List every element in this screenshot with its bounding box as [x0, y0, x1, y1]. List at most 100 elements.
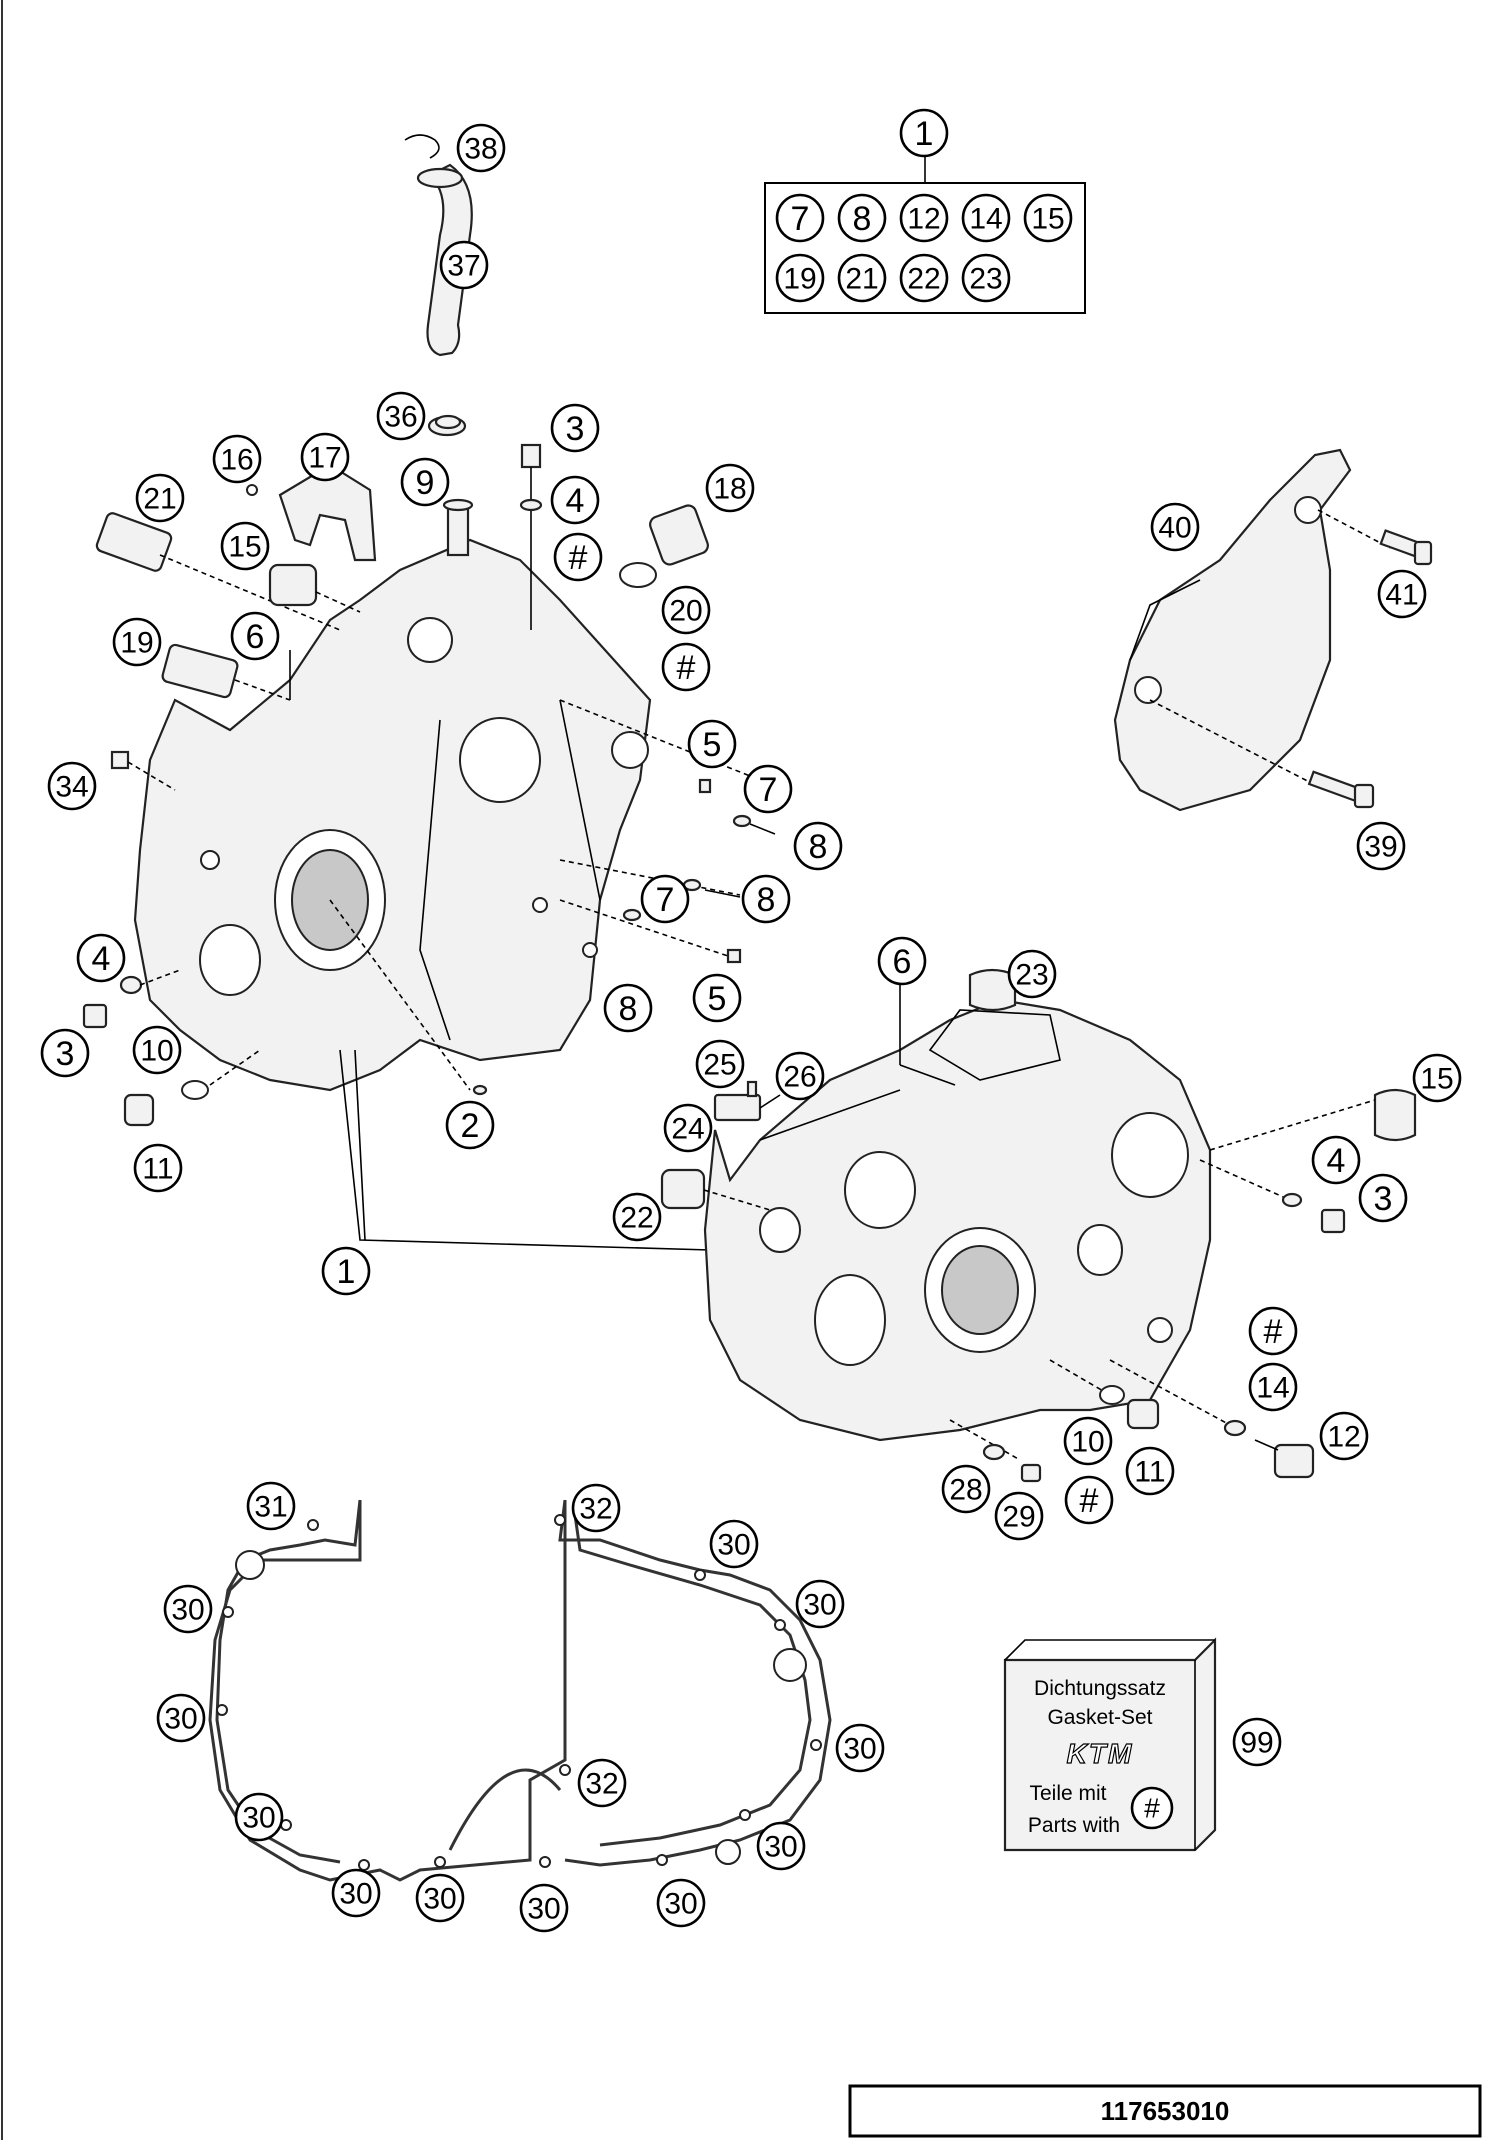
callout-circle [1023, 193, 1073, 243]
bushing-15-left [268, 563, 361, 613]
callout-circle [692, 973, 742, 1023]
callout-c40: 40 [1150, 502, 1200, 552]
callout-c22b: 22 [612, 1192, 662, 1242]
callout-c7b: 7 [640, 874, 690, 924]
screw-34 [110, 750, 176, 791]
callout-label: 10 [140, 1035, 173, 1068]
callout-label: 5 [708, 980, 727, 1018]
callout-c28: 28 [941, 1464, 991, 1514]
callout-c36: 36 [376, 391, 426, 441]
callout-c8a: 8 [793, 821, 843, 871]
callout-label: 17 [308, 442, 341, 475]
callout-label: 16 [220, 444, 253, 477]
callout-label: 20 [669, 595, 702, 628]
bushing-21-left [95, 512, 341, 631]
callout-label: 30 [527, 1893, 560, 1926]
callout-c21: 21 [837, 253, 887, 303]
callout-label: 14 [1256, 1372, 1289, 1405]
callout-circle [961, 193, 1011, 243]
callout-c19: 19 [775, 253, 825, 303]
callout-c5b: 5 [692, 973, 742, 1023]
callout-label: 41 [1385, 579, 1418, 612]
callout-label: 30 [242, 1802, 275, 1835]
callout-label: 10 [1071, 1426, 1104, 1459]
screws-5-8-bottom [559, 899, 742, 964]
callout-circle [1412, 1053, 1462, 1103]
callout-label: 7 [791, 200, 810, 238]
callout-c41: 41 [1377, 569, 1427, 619]
kit-box [764, 155, 1086, 314]
callout-label: 30 [803, 1589, 836, 1622]
callout-circle [212, 434, 262, 484]
callout-c15b: 15 [220, 521, 270, 571]
callout-circle [705, 463, 755, 513]
callout-circle [695, 1039, 745, 1089]
callout-label: 36 [384, 401, 417, 434]
callout-c20: 20 [661, 585, 711, 635]
callout-label: 15 [228, 531, 261, 564]
callout-c1_top: 1 [899, 108, 949, 158]
bushing-22-right [660, 1168, 771, 1211]
callout-circle [76, 933, 126, 983]
callout-circle [877, 936, 927, 986]
callout-circle [741, 874, 791, 924]
drain-12-14 [1109, 1359, 1315, 1479]
callout-label: 23 [1015, 959, 1048, 992]
callout-label: 32 [579, 1493, 612, 1526]
callout-c30c: 30 [795, 1579, 845, 1629]
callout-circle [1007, 949, 1057, 999]
callout-label: 4 [1327, 1142, 1346, 1180]
callout-c1_mid: 1 [321, 1246, 371, 1296]
gasket-mark-circle [1130, 1786, 1174, 1830]
callout-label: 30 [764, 1831, 797, 1864]
callout-c10a: 10 [132, 1025, 182, 1075]
callout-circle [1063, 1416, 1113, 1466]
callout-circle [550, 403, 600, 453]
callout-c23b: 23 [1007, 949, 1057, 999]
callout-c16: 16 [212, 434, 262, 484]
plug-10-11-right [1049, 1359, 1160, 1430]
callout-label: # [569, 539, 588, 577]
callout-c30h: 30 [331, 1868, 381, 1918]
callout-c6a: 6 [230, 611, 280, 661]
callout-label: 7 [759, 771, 778, 809]
callout-circle [400, 457, 450, 507]
callout-label: 11 [1134, 1456, 1165, 1489]
callout-circle [519, 1883, 569, 1933]
callout-label: 5 [703, 726, 722, 764]
screws-5-7-8-upper [559, 699, 776, 835]
callout-1-leader [339, 1049, 711, 1251]
callout-circle [1358, 1173, 1408, 1223]
callout-c14: 14 [961, 193, 1011, 243]
callout-circle [661, 585, 711, 635]
callout-circle [795, 1579, 845, 1629]
callout-circle [1125, 1446, 1175, 1496]
callout-c30b: 30 [163, 1584, 213, 1634]
callout-c7a: 7 [743, 764, 793, 814]
callout-label: 6 [893, 943, 912, 981]
callout-label: 8 [809, 828, 828, 866]
callout-c11a: 11 [133, 1143, 183, 1193]
crankcase-right-half [703, 998, 1212, 1442]
drawing-code: 117653010 [1101, 2096, 1230, 2126]
callout-circle [837, 193, 887, 243]
callout-c30j: 30 [519, 1883, 569, 1933]
callout-label: 21 [143, 483, 176, 516]
callout-circle [1150, 502, 1200, 552]
callout-c30k: 30 [656, 1878, 706, 1928]
callout-circle [1311, 1135, 1361, 1185]
crankcase-left-half [133, 538, 652, 1092]
callout-label: # [1264, 1313, 1283, 1351]
callout-label: 7 [656, 881, 675, 919]
gasket-set-box: Dichtungssatz Gasket-Set KTM Teile mit P… [1003, 1637, 1217, 1852]
callout-c7: 7 [775, 193, 825, 243]
callout-label: 29 [1002, 1501, 1035, 1534]
bracket-17 [246, 463, 377, 562]
oil-fitting-9 [442, 498, 474, 557]
callout-c99: 99 [1232, 1717, 1282, 1767]
callout-circle [603, 983, 653, 1033]
callout-circle [439, 240, 489, 290]
callout-circle [612, 1192, 662, 1242]
callout-label: 8 [757, 881, 776, 919]
